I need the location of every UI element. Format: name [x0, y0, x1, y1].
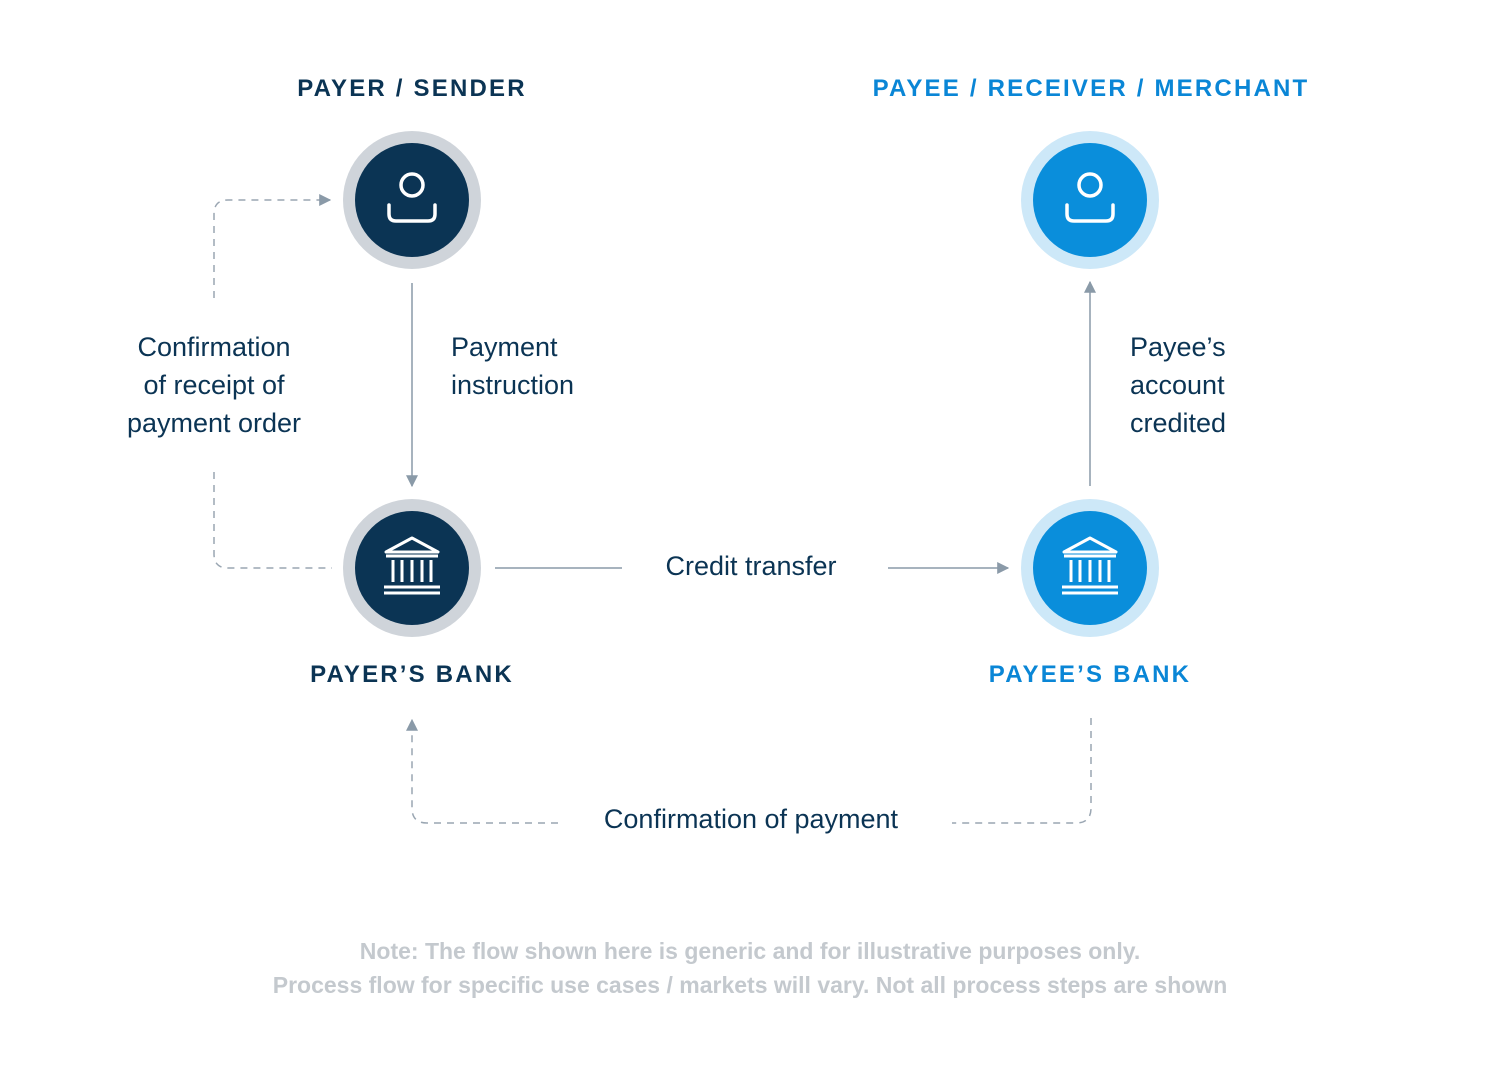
label-line: of receipt of [143, 370, 285, 400]
label-line: account [1130, 370, 1225, 400]
credit-transfer-label: Credit transfer [665, 551, 837, 581]
label-line: Payment [451, 332, 558, 362]
payer-heading: PAYER / SENDER [297, 75, 527, 102]
label-line: credited [1130, 408, 1227, 438]
confirmation-payment-connector [406, 718, 1092, 824]
payee-heading: PAYEE / RECEIVER / MERCHANT [872, 75, 1310, 102]
user-icon [387, 172, 437, 223]
label-line: Confirmation [137, 332, 291, 362]
payer-bank-heading: PAYER’S BANK [310, 661, 514, 688]
label-line: payment order [126, 408, 302, 438]
note-line: Process flow for specific use cases / ma… [272, 972, 1228, 998]
account-credited-label: Payee’s account credited [1130, 328, 1226, 442]
disclaimer-note: Note: The flow shown here is generic and… [150, 934, 1350, 1002]
note-line: Note: The flow shown here is generic and… [359, 938, 1141, 964]
payee-node [1021, 131, 1159, 269]
payee-bank-heading: PAYEE’S BANK [988, 661, 1192, 688]
label-line: Payee’s [1130, 332, 1226, 362]
payer-bank-node [343, 499, 481, 637]
payer-node [343, 131, 481, 269]
bank-icon [1062, 536, 1118, 595]
confirmation-receipt-connector [213, 194, 332, 569]
confirmation-receipt-label: Confirmation of receipt of payment order [84, 328, 344, 442]
label-line: instruction [451, 370, 575, 400]
payment-instruction-label: Payment instruction [451, 328, 574, 404]
bank-icon [384, 536, 440, 595]
user-icon [1065, 172, 1115, 223]
confirmation-payment-label: Confirmation of payment [603, 804, 899, 834]
payee-bank-node [1021, 499, 1159, 637]
